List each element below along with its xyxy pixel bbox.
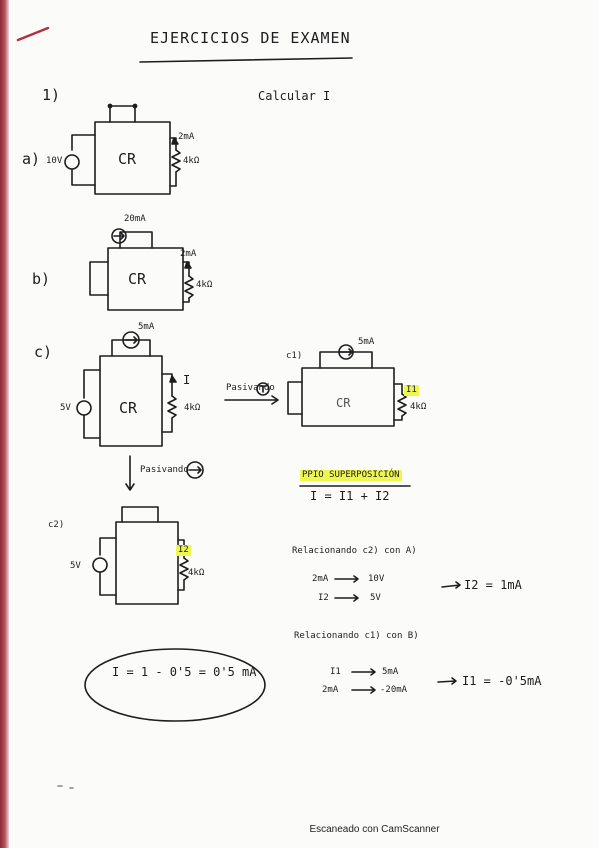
final-answer: I = 1 - 0'5 = 0'5 mA	[112, 665, 257, 679]
arrow-down	[125, 455, 135, 491]
answer-ellipse	[84, 648, 266, 722]
part-a-source-value: 10V	[46, 156, 63, 166]
part-c-left-source-value: 5V	[60, 403, 71, 413]
result-arrow	[441, 581, 461, 589]
relation-arrow	[351, 668, 376, 676]
part-c1-top-source-value: 5mA	[358, 337, 375, 347]
part-c2-label: c2)	[48, 520, 65, 530]
part-c-current-label: I	[183, 373, 191, 387]
superposition-heading: PPIO SUPERPOSICIÓN	[300, 470, 402, 481]
relation-c2-row2-right: 5V	[370, 593, 381, 603]
problem-number: 1)	[42, 86, 61, 104]
part-c2-resistor-value: 4kΩ	[188, 568, 205, 578]
part-b-resistor-value: 4kΩ	[196, 280, 213, 290]
part-a-resistor-value: 4kΩ	[183, 156, 200, 166]
relation-arrow	[334, 575, 359, 583]
relation-arrow	[351, 686, 376, 694]
relation-c2-row1-right: 10V	[368, 574, 385, 584]
part-a-block-label: CR	[118, 150, 137, 168]
relation-c1-row1-left: I1	[330, 667, 341, 677]
relation-c2-row1-left: 2mA	[312, 574, 329, 584]
page-title: EJERCICIOS DE EXAMEN	[150, 29, 351, 47]
part-b-current-value: 2mA	[180, 249, 197, 259]
title-underline	[139, 57, 353, 63]
result-arrow	[437, 677, 457, 685]
part-c-block-label: CR	[119, 399, 138, 417]
instruction-text: Calcular I	[258, 89, 331, 103]
pencil-marks	[57, 785, 74, 789]
red-pen-mark	[16, 26, 50, 42]
part-a-current-value: 2mA	[178, 132, 195, 142]
arrow-right-label: Pasivando	[226, 383, 275, 393]
notebook-binding-edge	[0, 0, 9, 848]
circuit-c	[76, 331, 177, 447]
relation-c1-result: I1 = -0'5mA	[462, 674, 542, 688]
part-c1-resistor-value: 4kΩ	[410, 402, 427, 412]
relation-c1-row2-right: -20mA	[380, 685, 408, 695]
arrow-right	[224, 395, 279, 405]
scanner-footer: Escaneado con CamScanner	[309, 824, 440, 835]
circuit-c1	[287, 344, 407, 427]
part-c1-label: c1)	[286, 351, 303, 361]
pasivando-voltage-source-icon	[256, 382, 270, 396]
part-b-block-label: CR	[128, 270, 147, 288]
circuit-c2	[92, 506, 189, 605]
part-c-label: c)	[34, 343, 53, 361]
part-c1-block-label: CR	[336, 396, 351, 410]
part-c-top-source-value: 5mA	[138, 322, 155, 332]
relation-c2-heading: Relacionando c2) con A)	[292, 546, 417, 556]
circuit-a	[64, 103, 181, 195]
relation-c1-heading: Relacionando c1) con B)	[294, 631, 419, 641]
part-c-resistor-value: 4kΩ	[184, 403, 201, 413]
circuit-b	[89, 228, 194, 311]
relation-c1-row1-right: 5mA	[382, 667, 399, 677]
part-a-label: a)	[22, 150, 41, 168]
part-b-source-value: 20mA	[124, 214, 146, 224]
pasivando-current-source-icon	[186, 461, 204, 479]
superposition-equation: I = I1 + I2	[310, 489, 390, 503]
relation-arrow	[334, 594, 359, 602]
part-c2-source-value: 5V	[70, 561, 81, 571]
relation-c2-row2-left: I2	[318, 593, 329, 603]
part-b-label: b)	[32, 270, 51, 288]
part-c1-current-label: I1	[404, 385, 419, 396]
relation-c1-row2-left: 2mA	[322, 685, 339, 695]
part-c2-current-label: I2	[176, 545, 191, 556]
relation-c2-result: I2 = 1mA	[464, 578, 522, 592]
arrow-down-label: Pasivando	[140, 465, 189, 475]
